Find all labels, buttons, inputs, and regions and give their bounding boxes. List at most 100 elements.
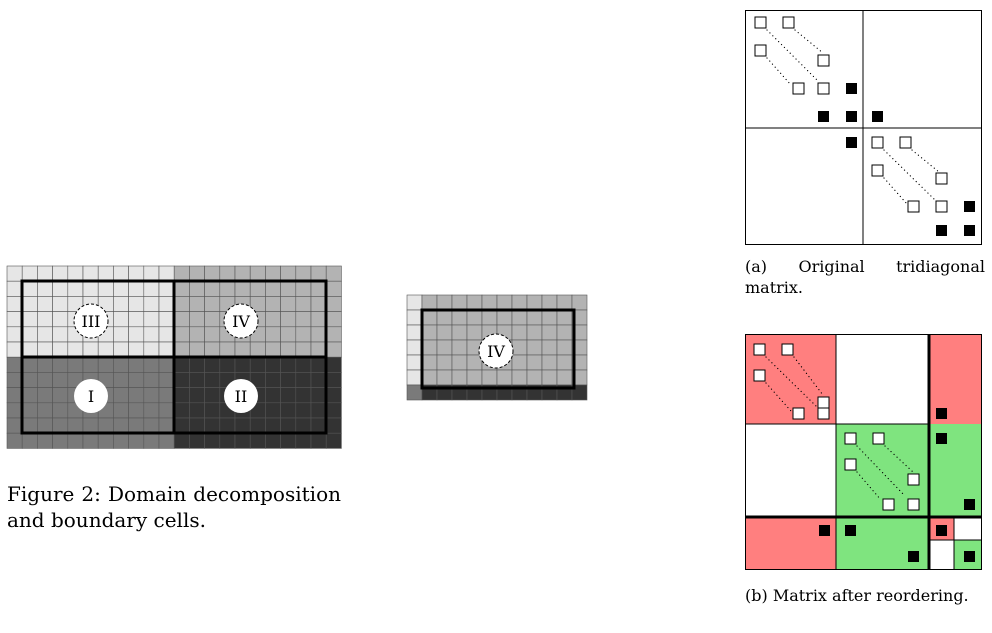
filled-entry	[936, 525, 947, 536]
grid-cell	[234, 341, 251, 358]
detail-cell	[421, 309, 438, 326]
grid-cell	[219, 280, 236, 297]
grid-cell	[143, 296, 160, 312]
grid-cell	[295, 417, 312, 434]
grid-cell	[113, 311, 129, 328]
detail-cell	[406, 369, 423, 386]
grid-cell	[6, 387, 23, 404]
open-entry	[844, 458, 857, 471]
grid-cell	[173, 356, 190, 373]
detail-cell	[511, 324, 528, 341]
open-entry	[882, 498, 895, 511]
grid-cell	[52, 296, 69, 312]
grid-cell	[143, 280, 160, 297]
grid-cell	[158, 372, 175, 388]
grid-cell	[21, 341, 38, 358]
grid-cell	[128, 356, 145, 373]
detail-cell	[511, 309, 528, 326]
grid-cell	[295, 372, 312, 388]
detail-cell	[451, 369, 468, 386]
grid-cell	[325, 417, 342, 434]
figure-2-caption: Figure 2: Domain decomposition and bound…	[7, 482, 341, 532]
domain-label-IV: IV	[223, 303, 259, 339]
grid-cell	[37, 356, 53, 373]
grid-cell	[234, 432, 251, 449]
detail-label-IV: IV	[478, 333, 514, 369]
grid-cell	[52, 417, 69, 434]
grid-cell	[219, 356, 236, 373]
detail-cell	[556, 324, 573, 341]
detail-cell	[481, 294, 498, 311]
open-entry	[817, 54, 830, 67]
grid-cell	[52, 356, 69, 373]
detail-cell	[466, 324, 483, 341]
reordered-matrix	[745, 334, 982, 570]
grid-cell	[295, 280, 312, 297]
grid-cell	[204, 296, 221, 312]
grid-cell	[82, 417, 99, 434]
grid-cell	[173, 311, 190, 328]
grid-cell	[295, 326, 312, 343]
grid-cell	[143, 372, 160, 388]
grid-cell	[67, 417, 84, 434]
open-entry	[754, 44, 767, 57]
grid-cell	[310, 326, 327, 343]
grid-cell	[325, 280, 342, 297]
grid-cell	[128, 311, 145, 328]
grid-cell	[113, 265, 129, 282]
grid-cell	[128, 280, 145, 297]
grid-cell	[173, 280, 190, 297]
grid-cell	[158, 326, 175, 343]
detail-cell	[406, 309, 423, 326]
detail-cell	[511, 369, 528, 386]
open-entry	[899, 136, 912, 149]
grid-cell	[189, 265, 205, 282]
svg-text:II: II	[235, 387, 248, 406]
open-entry	[817, 82, 830, 95]
grid-cell	[189, 311, 205, 328]
grid-cell	[173, 326, 190, 343]
open-entry	[781, 343, 794, 356]
original-tridiagonal-matrix	[745, 10, 982, 245]
grid-cell	[265, 417, 281, 434]
grid-cell	[158, 417, 175, 434]
grid-cell	[234, 265, 251, 282]
diagonal-dots	[793, 356, 824, 396]
grid-cell	[204, 372, 221, 388]
grid-cell	[21, 265, 38, 282]
grid-cell	[52, 341, 69, 358]
detail-cell	[406, 294, 423, 311]
grid-cell	[173, 341, 190, 358]
grid-cell	[310, 387, 327, 404]
grid-cell	[158, 387, 175, 404]
open-entry	[907, 473, 920, 486]
domain-label-II: II	[224, 379, 258, 413]
detail-cell	[496, 294, 513, 311]
grid-cell	[6, 356, 23, 373]
open-entry	[872, 432, 885, 445]
grid-cell	[265, 356, 281, 373]
detail-cell	[541, 354, 558, 371]
detail-cell	[436, 324, 453, 341]
grid-cell	[280, 417, 297, 434]
block-green	[836, 517, 929, 570]
grid-cell	[113, 296, 129, 312]
grid-cell	[189, 417, 205, 434]
diagonal-dots	[883, 149, 936, 201]
grid-cell	[6, 326, 23, 343]
grid-cell	[113, 280, 129, 297]
svg-text:IV: IV	[232, 312, 250, 331]
grid-cell	[37, 402, 53, 419]
open-entry	[817, 396, 830, 409]
grid-cell	[97, 356, 114, 373]
grid-cell	[21, 296, 38, 312]
grid-cell	[37, 341, 53, 358]
grid-cell	[158, 265, 175, 282]
open-entry	[753, 343, 766, 356]
grid-cell	[97, 417, 114, 434]
grid-cell	[143, 265, 160, 282]
grid-cell	[128, 372, 145, 388]
grid-cell	[189, 432, 205, 449]
detail-cell	[526, 324, 543, 341]
grid-cell	[280, 356, 297, 373]
